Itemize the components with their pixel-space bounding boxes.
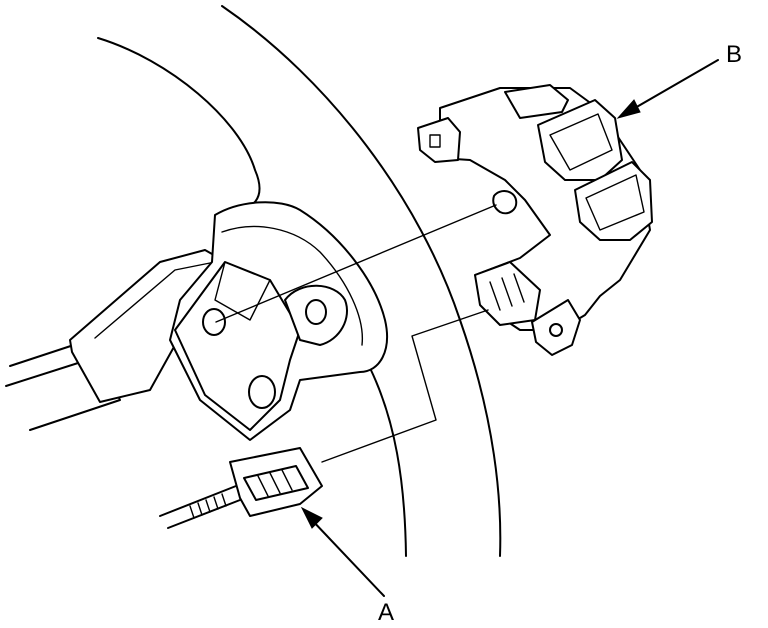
callout-a-label: A xyxy=(378,599,394,626)
harness-corrugation xyxy=(189,493,227,519)
switch-connector-ribs xyxy=(489,273,525,311)
mounting-bracket xyxy=(169,201,388,441)
spoke-face-line xyxy=(94,261,216,339)
switch-mounting-ear xyxy=(531,299,581,356)
bracket-inner-rim xyxy=(221,225,364,346)
alignment-line-connector xyxy=(321,309,489,463)
harness-connector xyxy=(159,447,323,529)
switch-button-middle-face xyxy=(549,113,613,171)
callout-b-label: B xyxy=(726,41,742,68)
connector-a-latch xyxy=(243,465,309,501)
assembly-lines xyxy=(215,204,497,463)
callout-a: A xyxy=(300,506,394,626)
steering-wheel-inner-rim xyxy=(97,37,261,211)
switch-mount-tab xyxy=(417,117,461,163)
bracket-boss xyxy=(284,284,348,346)
switch-peg xyxy=(492,190,518,215)
switch-tab-slot xyxy=(429,134,441,148)
bracket-block-edge xyxy=(214,261,271,321)
bracket-upper-hole xyxy=(202,308,226,336)
switch-button-lower xyxy=(574,161,653,241)
callout-b-arrowhead xyxy=(616,99,641,119)
callout-b-leader xyxy=(627,59,719,113)
bracket-lower-hole xyxy=(248,375,276,409)
connector-a-ribs xyxy=(257,469,293,497)
callout-a-leader xyxy=(309,517,385,597)
switch-button-upper xyxy=(504,84,569,119)
harness-wire-top xyxy=(159,485,237,517)
steering-wheel-outer-rim xyxy=(221,5,502,557)
switch-button-lower-face xyxy=(585,174,645,231)
switch-ear-hole xyxy=(549,323,563,337)
bracket-block xyxy=(174,261,301,431)
bracket-boss-hole xyxy=(305,299,327,325)
steering-wheel-hub-edge xyxy=(369,367,407,557)
alignment-line-peg xyxy=(215,204,497,323)
harness-wire-bottom xyxy=(167,499,241,529)
switch-assembly xyxy=(417,84,653,356)
callout-b: B xyxy=(616,41,742,119)
callout-a-arrowhead xyxy=(300,506,323,529)
